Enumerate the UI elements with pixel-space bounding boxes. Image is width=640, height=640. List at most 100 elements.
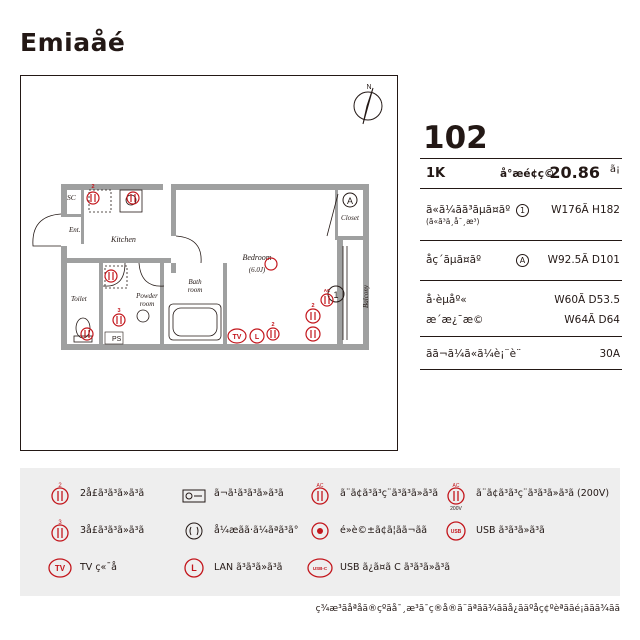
legend-item-lan: L LAN ã³ã³ã»ã³ã bbox=[180, 556, 310, 580]
bath-room-label-1: Bath bbox=[188, 278, 202, 286]
bedroom-label: Bedroom bbox=[242, 253, 271, 262]
lan-outlet-icon: L bbox=[184, 558, 204, 578]
svg-text:AC: AC bbox=[317, 483, 324, 489]
outlet-3-icon: 3 bbox=[51, 520, 69, 542]
compass-icon: N bbox=[353, 84, 383, 125]
outlet-3-number: 3 bbox=[117, 308, 120, 314]
storage-label: åç´ãµã¤ãº bbox=[426, 254, 482, 266]
balcony-label: Balcony bbox=[362, 284, 370, 308]
gas-outlet-icon bbox=[182, 489, 206, 503]
fridge-label: å·èµåº« bbox=[426, 294, 467, 306]
legend-item-ac-outlet: AC ã¨ã¢ã³ã³ç¨ã³ã³ã»ã³ã bbox=[306, 482, 446, 506]
ac-outlet-200v-icon: AC 200V bbox=[447, 483, 465, 512]
curtain-value: W176Ã H182 bbox=[551, 204, 620, 216]
curtain-label: ã«ã¼ãã³ãµã¤ãº bbox=[426, 204, 511, 216]
svg-text:USB: USB bbox=[451, 529, 462, 535]
svg-text:AC: AC bbox=[453, 483, 460, 489]
powder-room-label-1: Powder bbox=[135, 292, 158, 300]
washer-label: æ´æ¿¯æ© bbox=[426, 314, 484, 326]
ceiling-outlet-icon bbox=[264, 257, 278, 271]
outlet-2-icon bbox=[86, 191, 100, 205]
tv-outlet-label: TV bbox=[233, 334, 242, 341]
usb-outlet-icon: USB bbox=[446, 521, 466, 541]
legend: 2 2å£ã³ã³ã»ã³ã ã¬ã¹ã³ã³ã»ã³ã AC ã¨ã¢ã³ã³… bbox=[20, 468, 620, 596]
room-number: 102 bbox=[423, 120, 488, 156]
outlet-ac-tag: AC bbox=[324, 288, 331, 293]
divider bbox=[420, 240, 622, 241]
svg-text:A: A bbox=[347, 196, 353, 206]
ac-outlet-icon bbox=[320, 293, 334, 307]
lan-outlet-icon bbox=[249, 328, 265, 344]
svg-text:3: 3 bbox=[58, 520, 62, 526]
breaker-value: 30A bbox=[599, 348, 620, 360]
outlet-2-icon bbox=[104, 269, 118, 283]
curtain-marker-icon: 1 bbox=[516, 204, 529, 217]
storage-marker-icon: A bbox=[516, 254, 529, 267]
room-info-panel: 102 1K å°æé¢ç© 20.86 ã¡ ã«ã¼ãã³ãµã¤ãº (ã… bbox=[420, 118, 622, 370]
legend-label: ã¨ã¢ã³ã³ç¨ã³ã³ã»ã³ã bbox=[340, 488, 439, 499]
toilet-label: Toilet bbox=[71, 295, 88, 303]
legend-label: LAN ã³ã³ã»ã³ã bbox=[214, 562, 283, 573]
svg-text:USB-C: USB-C bbox=[313, 566, 328, 571]
legend-item-gas: ã¬ã¹ã³ã³ã»ã³ã bbox=[180, 482, 310, 506]
washer-value: W64Ã D64 bbox=[564, 314, 620, 326]
legend-item-phone: é»è©±ã¢ã¦ãã¬ãã bbox=[306, 519, 446, 543]
layout-type: 1K bbox=[426, 166, 446, 181]
legend-item-outlet3: 3 3å£ã³ã³ã»ã³ã bbox=[46, 519, 186, 543]
outlet-2-icon bbox=[112, 313, 126, 327]
compass-north-label: N bbox=[366, 84, 371, 91]
kitchen-label: Kitchen bbox=[110, 235, 136, 244]
outlet-2-number: 2 bbox=[271, 322, 274, 328]
divider bbox=[420, 188, 622, 189]
legend-label: å¼æãã·ã¼ãªã³ã° bbox=[214, 525, 299, 536]
floor-plan-frame: N bbox=[20, 75, 398, 451]
legend-label: 3å£ã³ã³ã»ã³ã bbox=[80, 525, 145, 536]
divider bbox=[420, 369, 622, 370]
svg-text:L: L bbox=[191, 563, 197, 573]
legend-label: TV ç«¯å­ bbox=[80, 562, 117, 573]
legend-item-tv: TV TV ç«¯å­ bbox=[46, 556, 186, 580]
closet-label: Closet bbox=[341, 214, 360, 222]
property-name: Emiaåé bbox=[20, 28, 126, 57]
legend-item-ceiling: å¼æãã·ã¼ãªã³ã° bbox=[180, 519, 310, 543]
disclaimer-note: ç¾æ³ãåªåã®çºãå¯¸æ³ã¯ç®å®ã¨ãªãã¾ããå¿ãäºåç… bbox=[315, 604, 620, 614]
outlet-2-number: 2 bbox=[311, 303, 314, 309]
outlet-2-icon bbox=[305, 326, 321, 342]
divider bbox=[420, 158, 622, 159]
powder-room-label-2: room bbox=[140, 300, 155, 308]
bath-room-label-2: room bbox=[188, 286, 203, 294]
svg-text:2: 2 bbox=[58, 483, 62, 489]
area-value: 20.86 bbox=[549, 163, 600, 182]
legend-item-usbc: USB-C USB ã¿ã¤ã C ã³ã³ã»ã³ã bbox=[306, 556, 476, 580]
storage-value: W92.5Ã D101 bbox=[547, 254, 620, 266]
legend-label: 2å£ã³ã³ã»ã³ã bbox=[80, 488, 145, 499]
tv-outlet-icon: TV bbox=[48, 558, 72, 578]
legend-item-ac-outlet-200v: AC 200V ã¨ã¢ã³ã³ç¨ã³ã³ã»ã³ã (200V) bbox=[442, 482, 618, 512]
fixtures bbox=[32, 189, 348, 343]
usbc-outlet-icon: USB-C bbox=[307, 558, 333, 578]
svg-text:TV: TV bbox=[55, 564, 66, 573]
outlet-2-number: 2 bbox=[91, 184, 94, 190]
svg-text:1: 1 bbox=[333, 290, 338, 300]
legend-label: é»è©±ã¢ã¦ãã¬ãã bbox=[340, 525, 428, 536]
bedroom-size: (6.0J) bbox=[249, 266, 266, 274]
outlet-2-icon bbox=[126, 191, 140, 205]
outlet-2-icon bbox=[266, 327, 280, 341]
legend-label: ã¬ã¹ã³ã³ã»ã³ã bbox=[214, 488, 284, 499]
svg-text:200V: 200V bbox=[450, 506, 462, 512]
closet-marker-a-icon: A bbox=[342, 192, 358, 208]
ac-outlet-icon: AC bbox=[311, 483, 329, 505]
sc-label: SC bbox=[67, 193, 77, 202]
outlet-2-icon: 2 bbox=[51, 483, 69, 505]
curtain-sub-label: (ã«ã³ä¸å¯¸æ³) bbox=[426, 217, 480, 226]
legend-item-outlet2: 2 2å£ã³ã³ã»ã³ã bbox=[46, 482, 186, 506]
area-label: å°æé¢ç© bbox=[500, 168, 555, 180]
floor-plan: N bbox=[32, 84, 383, 350]
outlet-2-icon bbox=[80, 327, 94, 341]
breaker-label: ãã¬ã¼ã«ã¼è¡¨è¨ bbox=[426, 348, 522, 360]
outlet-2-icon bbox=[305, 308, 321, 324]
phone-outlet-icon bbox=[311, 522, 329, 540]
fridge-value: W60Ã D53.5 bbox=[554, 294, 620, 306]
legend-item-usb: USB USB ã³ã³ã»ã³ã bbox=[442, 519, 592, 543]
legend-label: USB ã¿ã¤ã C ã³ã³ã»ã³ã bbox=[340, 562, 451, 573]
